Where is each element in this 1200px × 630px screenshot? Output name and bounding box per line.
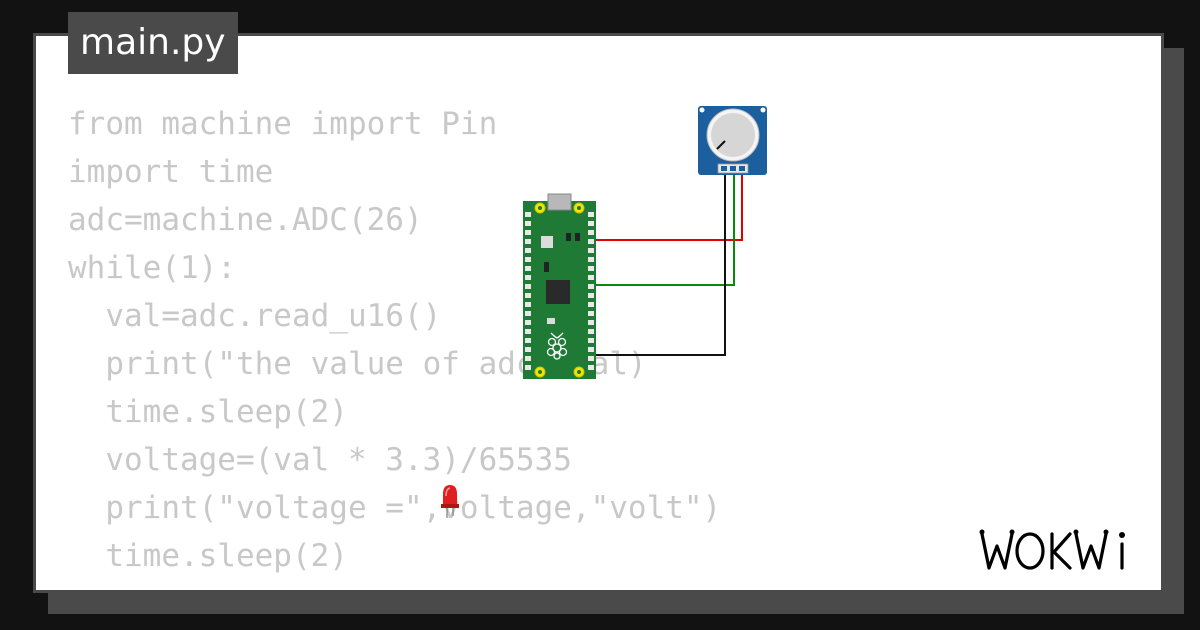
code-line: adc=machine.ADC(26)	[68, 202, 423, 238]
file-tab[interactable]: main.py	[68, 12, 238, 74]
code-line: val=adc.read_u16()	[68, 298, 442, 334]
pico-board[interactable]	[523, 193, 596, 379]
ground-wire[interactable]	[590, 172, 726, 356]
code-line: time.sleep(2)	[68, 538, 348, 574]
code-line: time.sleep(2)	[68, 394, 348, 430]
knob-indicator-icon	[716, 140, 726, 150]
code-listing: from machine import Pin import time adc=…	[68, 100, 721, 580]
potentiometer[interactable]	[698, 106, 767, 175]
code-line: import time	[68, 154, 274, 190]
wokwi-logo	[979, 529, 1125, 570]
code-line: from machine import Pin	[68, 106, 498, 142]
code-line: while(1):	[68, 250, 236, 286]
vcc-wire[interactable]	[590, 172, 743, 241]
code-line: voltage=(val * 3.3)/65535	[68, 442, 572, 478]
led[interactable]	[441, 485, 459, 518]
signal-wire[interactable]	[590, 172, 735, 286]
project-card	[33, 33, 1164, 593]
